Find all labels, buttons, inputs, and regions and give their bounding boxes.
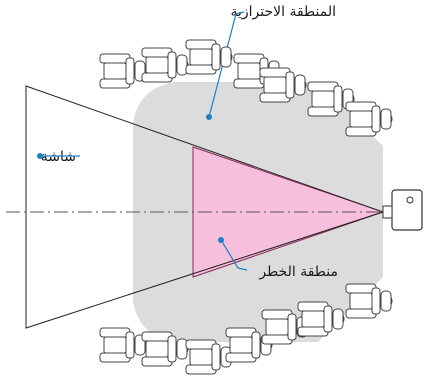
screen-leader-dot bbox=[37, 153, 43, 159]
theater-seat-icon bbox=[185, 339, 233, 375]
theater-seat-icon bbox=[99, 327, 147, 363]
protected-zone-leader-dot bbox=[206, 114, 212, 120]
projector-icon bbox=[382, 189, 423, 231]
theater-seat-icon bbox=[345, 101, 393, 137]
screen-label: شاشة bbox=[41, 149, 76, 165]
protected-zone-label: المنطقة الاحترازية bbox=[230, 4, 336, 20]
theater-seat-icon bbox=[345, 283, 393, 319]
protected-zone-leader-line bbox=[208, 11, 245, 118]
danger-zone-leader-line bbox=[220, 239, 248, 271]
danger-zone-leader-dot bbox=[218, 237, 224, 243]
theater-seat-icon bbox=[99, 53, 147, 89]
projection-beam-outline bbox=[25, 85, 385, 329]
theater-seat-icon bbox=[141, 47, 189, 83]
theater-seat-icon bbox=[185, 39, 233, 75]
danger-zone-label: منطقة الخطر bbox=[258, 264, 338, 280]
